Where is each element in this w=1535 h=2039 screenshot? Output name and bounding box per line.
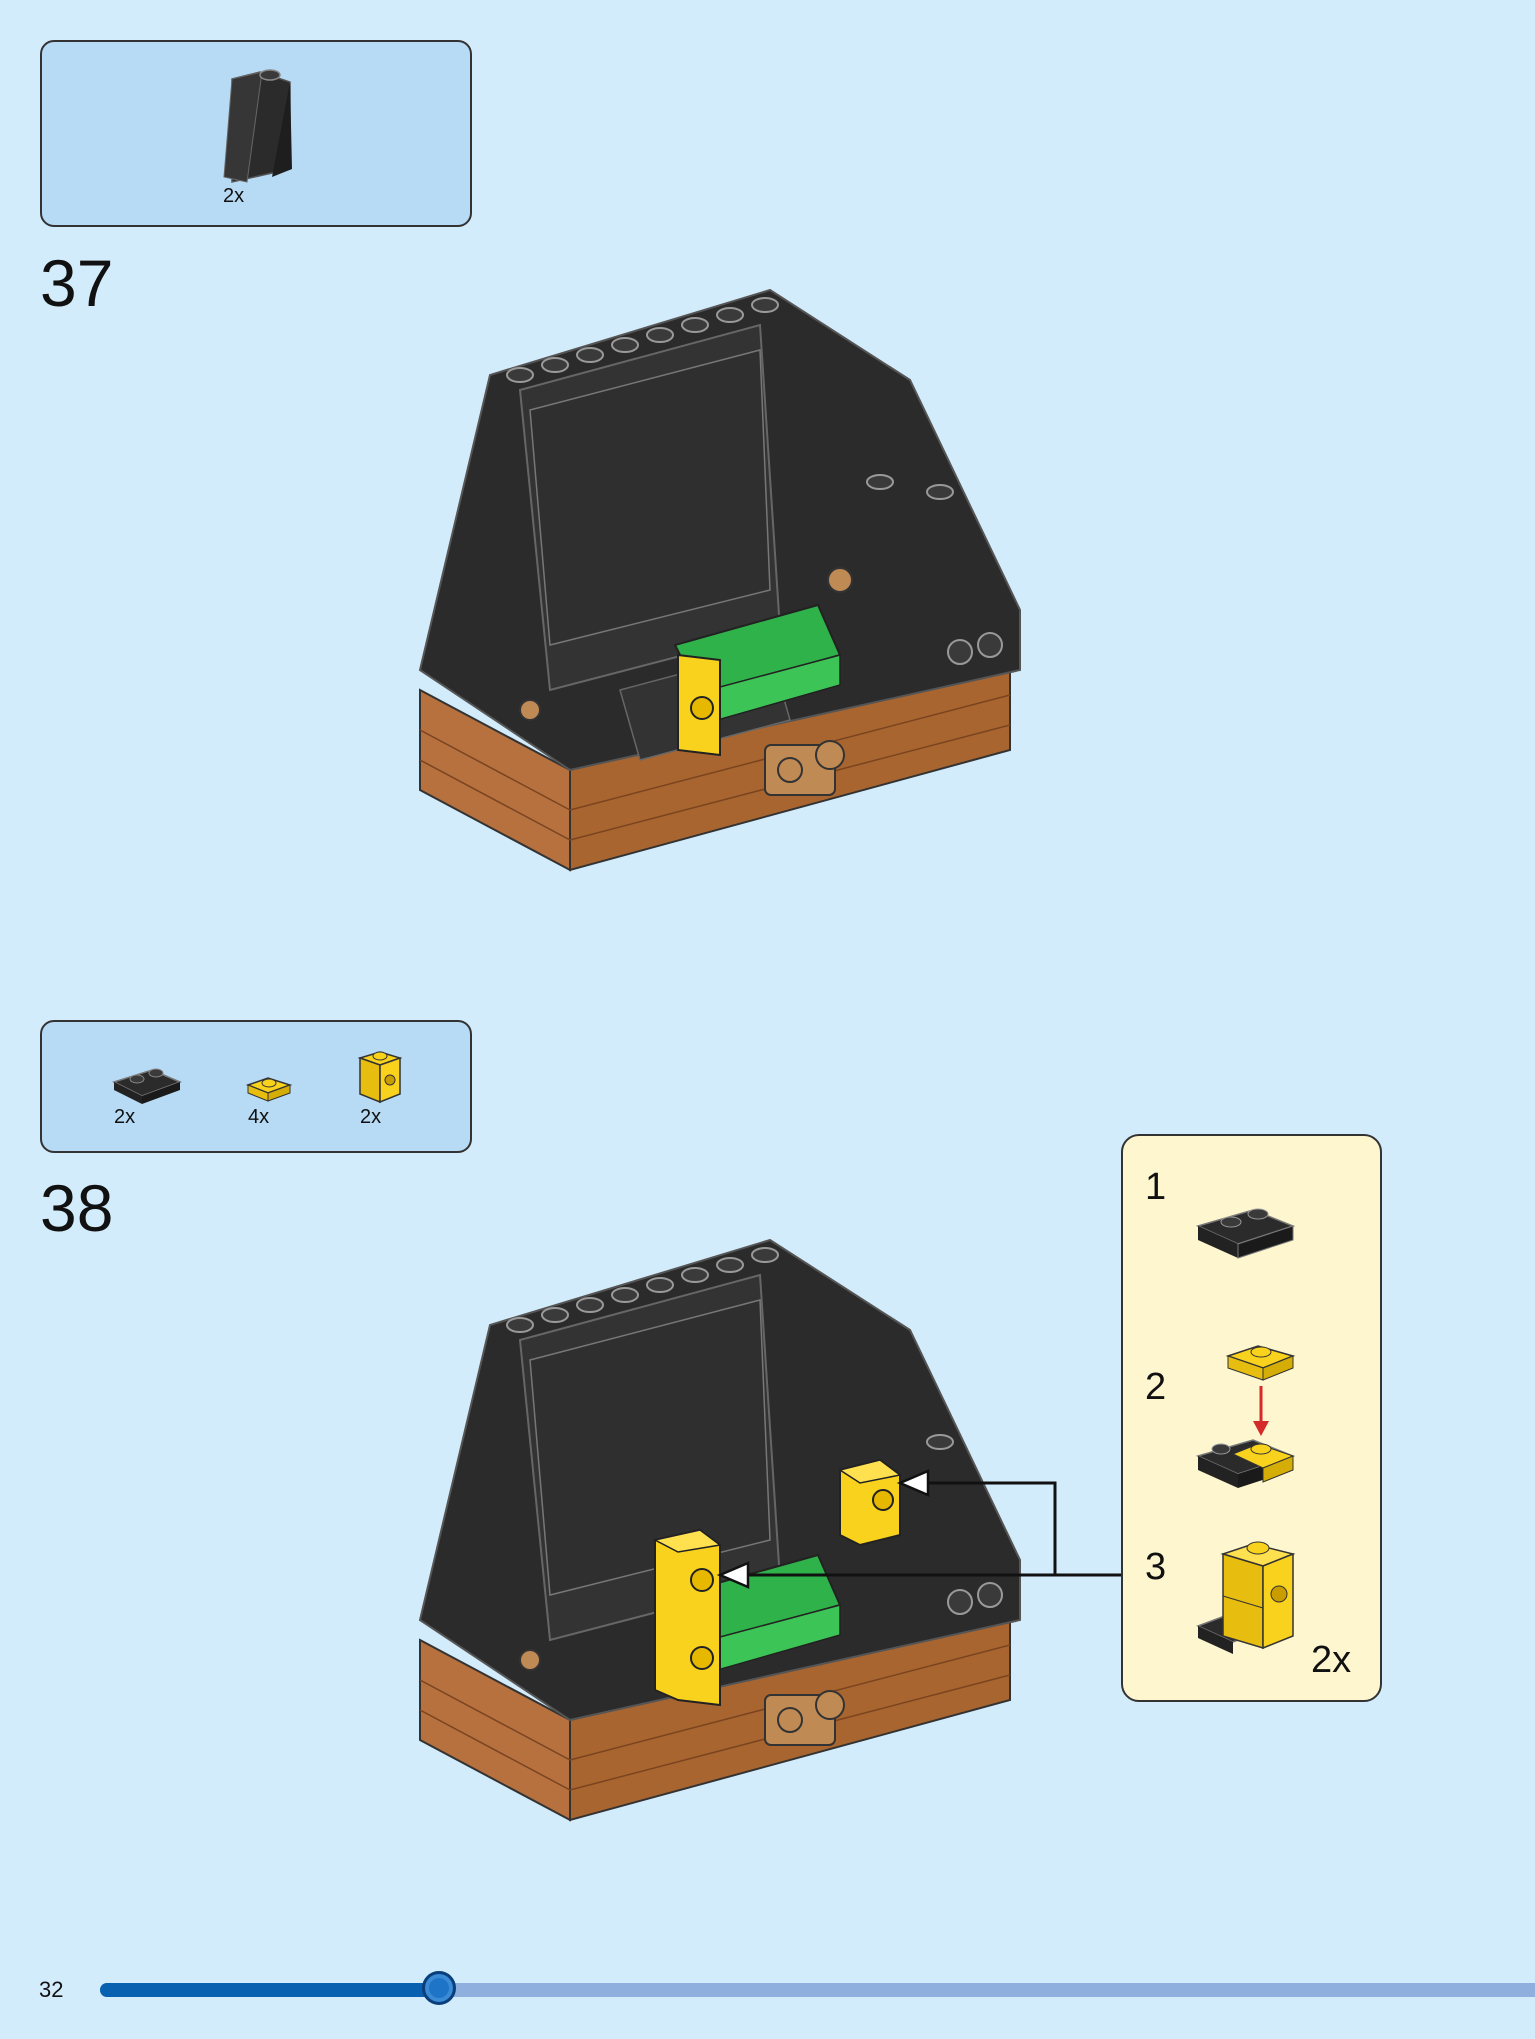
arrow-head-icon — [896, 1469, 930, 1497]
yellow-brick-with-stud-icon — [1196, 1541, 1296, 1654]
arrow-head-icon — [716, 1561, 750, 1589]
substep-number-1: 1 — [1145, 1166, 1167, 1208]
parts-list-step-37: 2x — [40, 40, 472, 227]
progress-bar — [100, 1971, 1535, 2005]
progress-fill — [100, 1983, 439, 1997]
black-plate-1x2-icon — [1195, 1208, 1296, 1259]
black-slope-brick-icon — [223, 69, 292, 183]
sub-assembly-callout: 1 2 3 2x — [1121, 1134, 1382, 1702]
black-plate-with-yellow-plate-icon — [1195, 1439, 1296, 1488]
yellow-brick-with-stud-icon — [357, 1051, 403, 1104]
substep-images — [1195, 1208, 1296, 1654]
parts-list-step-38: 2x 4x 2x — [40, 1020, 472, 1153]
model-illustration-step-38 — [418, 1238, 1021, 1822]
part-quantity: 4x — [248, 1106, 270, 1128]
part-quantity: 2x — [223, 185, 245, 207]
substep-number-2: 2 — [1145, 1366, 1167, 1408]
step-number-37: 37 — [40, 246, 114, 320]
page-number: 32 — [39, 1977, 64, 2002]
part-quantity: 2x — [114, 1106, 136, 1128]
yellow-plate-1x1-icon — [1225, 1345, 1296, 1381]
sub-assembly-quantity: 2x — [1311, 1639, 1352, 1681]
model-illustration-step-37 — [418, 288, 1021, 872]
black-plate-1x2-icon — [112, 1068, 183, 1104]
substep-number-3: 3 — [1145, 1546, 1167, 1588]
step-number-38: 38 — [40, 1171, 114, 1245]
part-quantity: 2x — [360, 1106, 382, 1128]
yellow-plate-1x1-icon — [245, 1077, 293, 1102]
progress-knob[interactable] — [421, 1971, 456, 2005]
